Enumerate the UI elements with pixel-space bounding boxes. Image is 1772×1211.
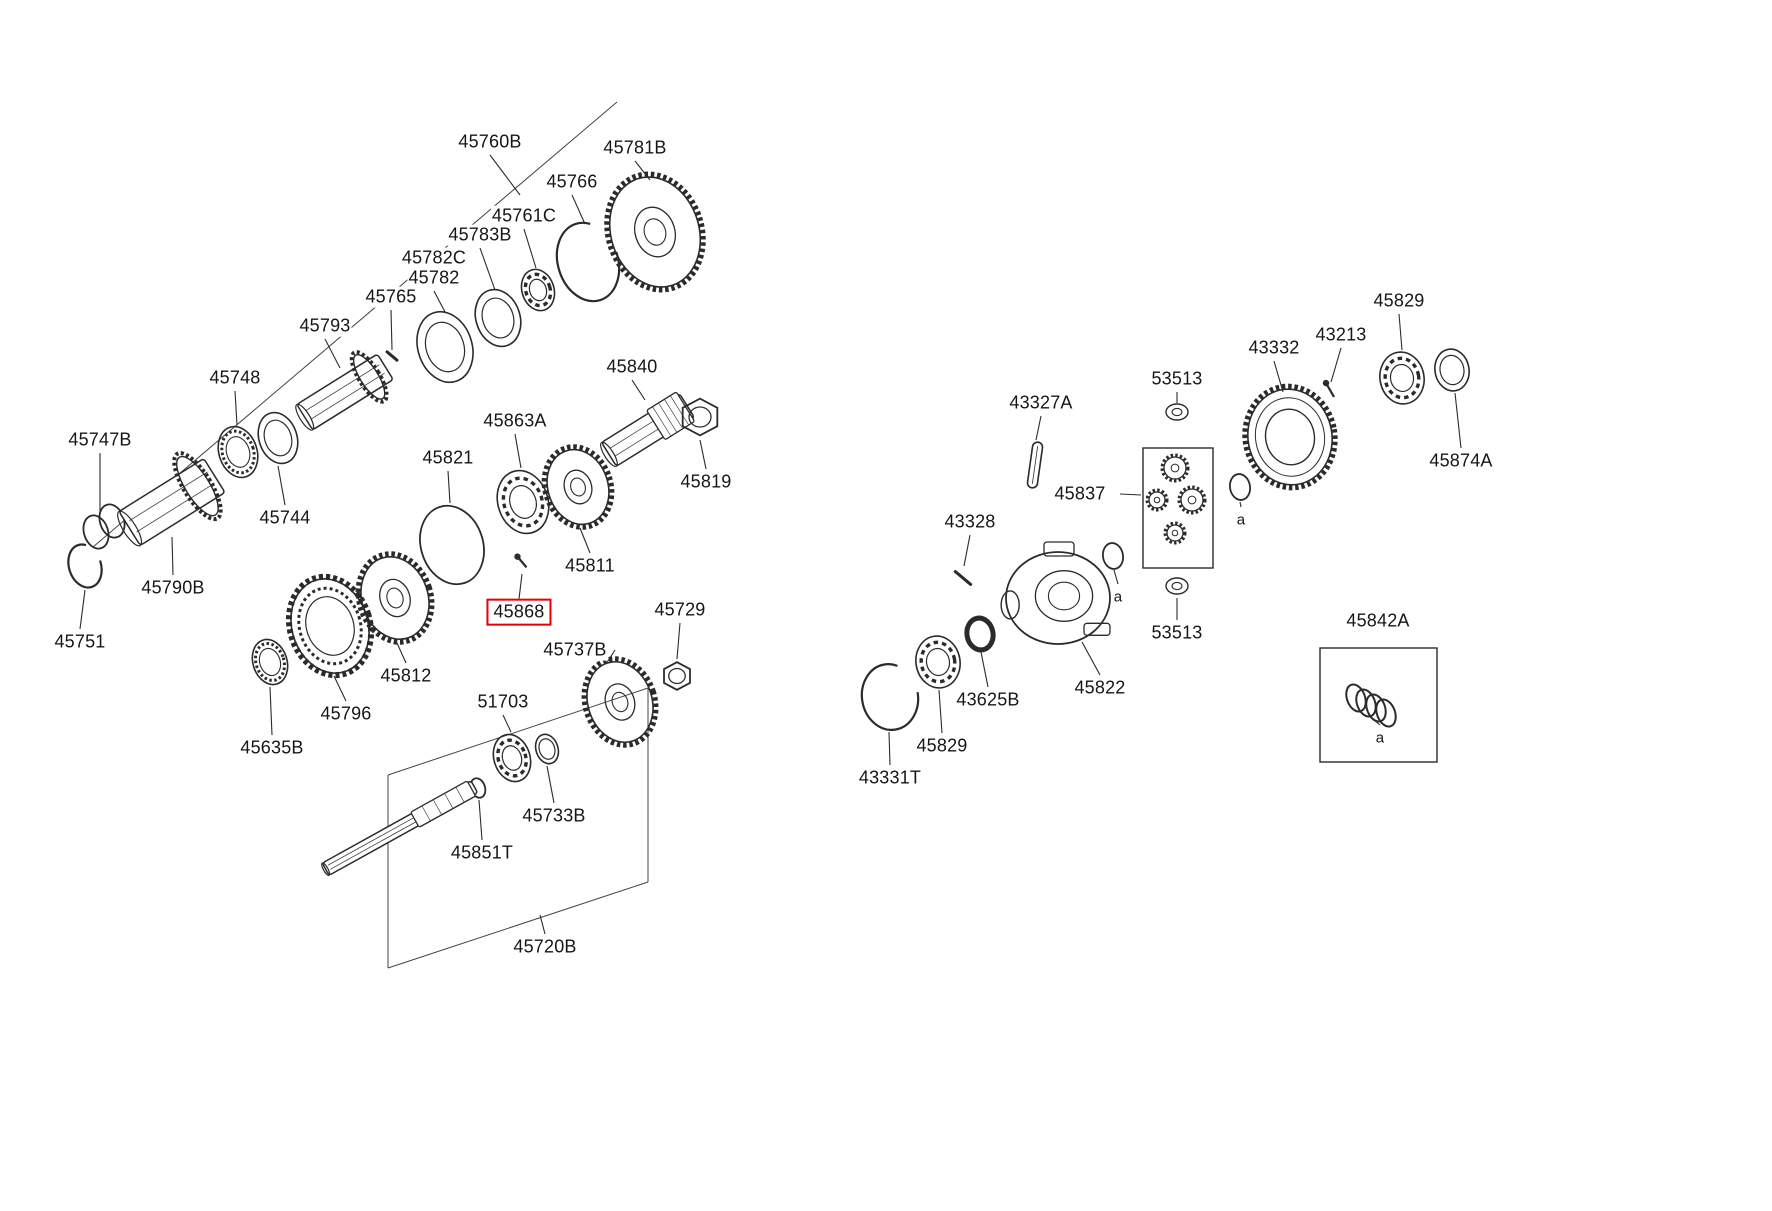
part-53513-upper [1165,403,1189,421]
part-label-45782C[interactable]: 45782C [400,247,468,269]
part-a-ring-left [1101,542,1125,570]
part-label-45765[interactable]: 45765 [364,286,418,308]
part-43213 [1322,379,1335,398]
part-label-45796[interactable]: 45796 [319,703,373,725]
part-45782 [416,310,474,384]
part-label-45635B[interactable]: 45635B [239,737,305,759]
part-45747B-inner [82,514,110,550]
part-label-45783B[interactable]: 45783B [447,224,513,246]
part-label-45821[interactable]: 45821 [421,447,475,469]
part-label-45760B[interactable]: 45760B [457,131,523,153]
part-label-a[interactable]: a [1112,588,1124,606]
part-a-ring-top [1228,473,1252,501]
part-label-a[interactable]: a [1235,511,1247,529]
part-45796 [285,573,375,679]
part-label-45840[interactable]: 45840 [605,356,659,378]
part-label-43213[interactable]: 43213 [1314,324,1368,346]
part-label-45751[interactable]: 45751 [53,631,107,653]
45842A-group-box [1319,647,1438,763]
part-45811 [541,444,615,530]
part-45837-bevel-4 [1163,521,1187,545]
part-45837-bevel-1 [1160,453,1190,483]
part-45837-bevel-2 [1145,488,1169,512]
part-45822 [1000,541,1111,645]
part-label-45793[interactable]: 45793 [298,315,352,337]
part-label-45790B[interactable]: 45790B [140,577,206,599]
part-45793 [295,350,393,431]
part-45733B [534,733,560,765]
part-43327A [1026,441,1044,489]
part-label-43331T[interactable]: 43331T [857,767,923,789]
part-label-45829[interactable]: 45829 [1372,290,1426,312]
part-label-45737B[interactable]: 45737B [542,639,608,661]
part-45842A-spacer-4 [1375,698,1397,728]
part-45766 [555,221,621,303]
part-label-43332[interactable]: 43332 [1247,337,1301,359]
part-43625B [964,615,996,653]
part-label-45863A[interactable]: 45863A [482,410,548,432]
part-label-45812[interactable]: 45812 [379,665,433,687]
part-label-53513[interactable]: 53513 [1150,368,1204,390]
part-label-45748[interactable]: 45748 [208,367,262,389]
part-label-45761C[interactable]: 45761C [490,205,558,227]
part-43332 [1242,383,1338,491]
part-45720B [321,780,478,877]
45837-group-box [1142,447,1214,569]
part-label-45733B[interactable]: 45733B [521,805,587,827]
part-label-45811[interactable]: 45811 [564,555,616,577]
part-label-45868-highlighted[interactable]: 45868 [486,598,552,626]
part-45821 [419,504,485,586]
diagram-parts [67,171,1470,877]
part-label-45744[interactable]: 45744 [258,507,312,529]
part-label-45781B[interactable]: 45781B [602,137,668,159]
part-45783B [474,288,522,348]
part-43328 [953,570,973,586]
part-label-45766[interactable]: 45766 [545,171,599,193]
part-label-43625B[interactable]: 43625B [955,689,1021,711]
part-label-45874A[interactable]: 45874A [1428,450,1494,472]
part-51703 [492,733,532,783]
part-label-45747B[interactable]: 45747B [67,429,133,451]
part-45751 [67,543,103,589]
part-45635B [251,638,289,686]
leader-lines [79,154,1462,935]
part-45761C [520,268,556,312]
part-45744 [257,411,299,465]
part-45874A [1434,348,1470,392]
part-label-51703[interactable]: 51703 [476,691,530,713]
part-45729 [663,661,691,691]
part-45829-diff-right [1379,351,1425,405]
part-label-45837[interactable]: 45837 [1053,483,1107,505]
part-45819 [681,397,719,437]
part-label-53513[interactable]: 53513 [1150,622,1204,644]
part-label-a[interactable]: a [1374,729,1386,747]
part-label-43327A[interactable]: 43327A [1008,392,1074,414]
part-45748 [217,425,259,479]
part-45829-diff-left [915,635,961,689]
part-43331T [860,663,920,731]
part-45868 [514,553,528,569]
part-label-45720B[interactable]: 45720B [512,936,578,958]
part-label-45782[interactable]: 45782 [407,267,461,289]
part-45837-bevel-3 [1177,485,1207,515]
part-label-45851T[interactable]: 45851T [449,842,515,864]
part-label-45819[interactable]: 45819 [679,471,733,493]
part-label-43328[interactable]: 43328 [943,511,997,533]
part-53513-lower [1165,577,1189,595]
part-label-45829[interactable]: 45829 [915,735,969,757]
part-label-45729[interactable]: 45729 [653,599,707,621]
part-45737B [581,656,659,748]
part-45765 [385,350,399,362]
part-45790B [117,451,225,547]
part-label-45842A[interactable]: 45842A [1345,610,1411,632]
part-label-45822[interactable]: 45822 [1073,677,1127,699]
group-boxes [1142,447,1438,763]
